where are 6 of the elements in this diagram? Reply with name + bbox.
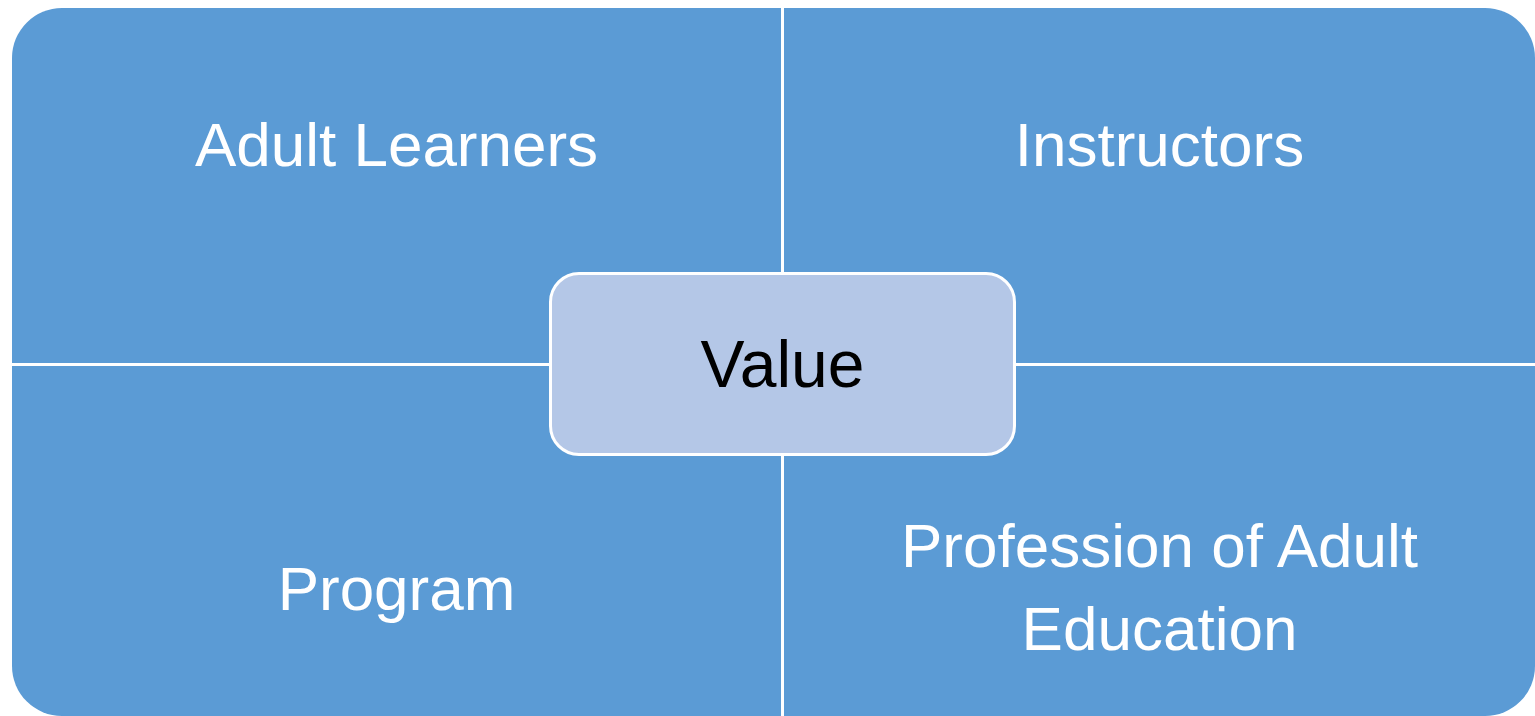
node-label: Instructors [1014,109,1305,181]
node-label: Profession of Adult Education [900,509,1419,666]
node-label: Program [277,553,516,626]
node-label: Value [700,326,865,402]
center-box [549,272,1016,456]
node-label: Adult Learners [194,109,599,181]
